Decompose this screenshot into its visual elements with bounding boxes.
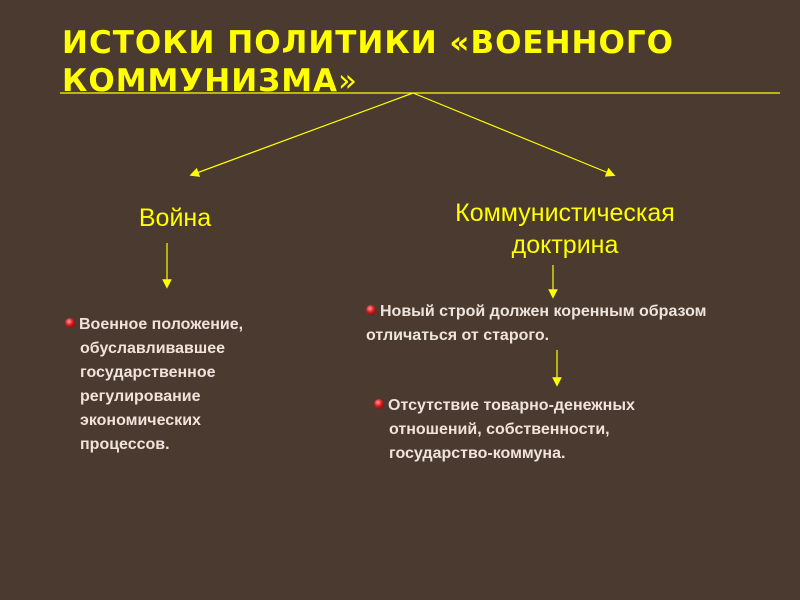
heading-line-2: доктрина	[511, 231, 619, 259]
item-line: процессов.	[80, 436, 170, 453]
item-line: обуславливавшее	[80, 340, 226, 357]
doctrine-item-no-money: Отсутствие товарно-денежных отношений, с…	[374, 394, 774, 466]
item-line: Отсутствие товарно-денежных	[388, 397, 635, 414]
item-line: Военное положение,	[79, 316, 244, 333]
item-line: Новый строй должен коренным образом	[380, 303, 707, 320]
slide-title: ИСТОКИ ПОЛИТИКИ «ВОЕННОГО КОММУНИЗМА»	[62, 24, 782, 100]
item-line: отличаться от старого.	[366, 327, 550, 344]
bullet-icon	[374, 399, 384, 409]
bullet-icon	[366, 305, 376, 315]
item-line: государство-коммуна.	[389, 445, 566, 462]
arrow-to-war	[189, 92, 414, 177]
war-item: Военное положение, обуславливавшее госуд…	[65, 313, 305, 457]
item-line: государственное	[80, 364, 216, 381]
doctrine-item-new-order: Новый строй должен коренным образом отли…	[366, 300, 800, 348]
title-line-1: ИСТОКИ ПОЛИТИКИ «ВОЕННОГО	[62, 25, 674, 61]
item-line: экономических	[80, 412, 201, 429]
arrow-to-doctrine	[412, 92, 616, 177]
item-line: регулирование	[80, 388, 201, 405]
title-close-quote: »	[338, 63, 359, 99]
heading-communist-doctrine: Коммунистическая доктрина	[410, 197, 720, 261]
bullet-icon	[65, 318, 75, 328]
heading-line-1: Коммунистическая	[455, 199, 675, 227]
heading-war: Война	[138, 204, 212, 232]
item-line: отношений, собственности,	[389, 421, 610, 438]
